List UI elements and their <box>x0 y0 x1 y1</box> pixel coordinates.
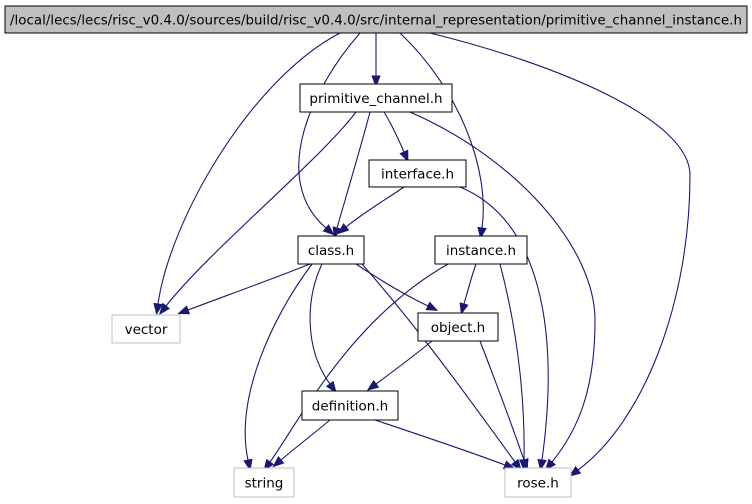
edge-line <box>374 419 506 466</box>
node-interface[interactable]: interface.h <box>368 159 467 188</box>
edge-arrowhead <box>537 458 547 472</box>
node-box <box>111 314 181 344</box>
edge-arrowhead <box>158 302 170 315</box>
node-label: rose.h <box>517 476 559 492</box>
node-box <box>434 235 528 265</box>
edge-line <box>309 263 331 385</box>
edge-line <box>157 32 341 305</box>
node-string: string <box>233 467 295 498</box>
edge-line <box>409 111 596 463</box>
node-box <box>417 312 499 342</box>
edge-primitive-channel-to-rose <box>409 111 596 471</box>
node-vector: vector <box>111 314 181 344</box>
edge-instance-to-rose <box>499 263 529 472</box>
edge-primitive-channel-to-vector <box>158 111 357 315</box>
edge-arrowhead <box>544 458 556 471</box>
node-instance[interactable]: instance.h <box>434 235 528 265</box>
node-definition[interactable]: definition.h <box>301 390 399 421</box>
edge-line <box>361 263 516 463</box>
edge-class-to-definition <box>309 263 337 394</box>
node-label: object.h <box>431 320 485 336</box>
edge-root-to-rose <box>429 32 691 477</box>
edge-class-to-vector <box>177 263 311 315</box>
node-box <box>368 159 467 188</box>
edge-definition-to-string <box>272 419 331 468</box>
node-label: interface.h <box>381 167 454 183</box>
edge-arrowhead <box>425 301 439 311</box>
node-label: vector <box>125 322 168 338</box>
node-class[interactable]: class.h <box>297 235 365 265</box>
edge-root-to-vector <box>153 32 341 316</box>
node-label: class.h <box>308 243 354 259</box>
edge-line <box>355 263 429 307</box>
node-box <box>301 390 399 421</box>
edge-line <box>499 263 525 461</box>
edge-line <box>336 111 371 229</box>
edge-interface-to-class <box>337 186 405 235</box>
edge-root-to-class <box>298 32 361 236</box>
edge-line <box>375 340 433 385</box>
node-box <box>4 5 748 34</box>
edge-arrowhead <box>332 226 342 239</box>
edge-line <box>165 111 357 307</box>
node-object[interactable]: object.h <box>417 312 499 342</box>
node-primitive-channel[interactable]: primitive_channel.h <box>299 83 453 113</box>
edges-layer <box>153 32 691 477</box>
edge-line <box>383 111 405 153</box>
node-box <box>233 467 295 498</box>
edge-arrowhead <box>519 457 529 471</box>
node-root[interactable]: /local/lecs/lecs/risc_v0.4.0/sources/bui… <box>4 5 748 34</box>
edge-primitive-channel-to-class <box>332 111 371 239</box>
node-label: instance.h <box>446 243 516 259</box>
edge-line <box>399 32 484 229</box>
edge-instance-to-string <box>263 263 449 472</box>
edge-arrowhead <box>272 456 285 468</box>
edge-line <box>280 419 331 461</box>
node-label: /local/lecs/lecs/risc_v0.4.0/sources/bui… <box>10 13 742 29</box>
edge-arrowhead <box>153 302 163 316</box>
edge-line <box>298 32 361 229</box>
nodes-layer: /local/lecs/lecs/risc_v0.4.0/sources/bui… <box>4 5 748 498</box>
edge-line <box>463 263 477 305</box>
node-label: string <box>245 476 284 492</box>
edge-arrowhead <box>477 226 487 240</box>
edge-line <box>479 340 525 461</box>
edge-interface-to-rose <box>459 186 549 472</box>
edge-instance-to-object <box>459 263 477 315</box>
edge-arrowhead <box>322 224 335 236</box>
edge-primitive-channel-to-interface <box>383 111 409 163</box>
edge-line <box>429 32 691 471</box>
edge-line <box>459 186 549 461</box>
edge-class-to-object <box>355 263 439 311</box>
edge-line <box>345 186 405 228</box>
node-label: definition.h <box>312 399 388 415</box>
edge-arrowhead <box>337 223 350 235</box>
edge-line <box>269 263 449 463</box>
node-box <box>299 83 453 113</box>
edge-object-to-rose <box>479 340 529 471</box>
edge-object-to-definition <box>366 340 433 391</box>
node-box <box>504 467 572 498</box>
edge-definition-to-rose <box>374 419 516 470</box>
edge-line <box>244 263 313 461</box>
edge-root-to-primitive-channel <box>371 33 381 88</box>
edge-arrowhead <box>371 75 381 88</box>
edge-arrowhead <box>177 305 191 315</box>
edge-arrowhead <box>459 302 469 315</box>
node-rose: rose.h <box>504 467 572 498</box>
edge-class-to-rose <box>361 263 522 472</box>
edge-root-to-instance <box>399 32 487 240</box>
edge-arrowhead <box>325 380 337 394</box>
node-label: primitive_channel.h <box>309 91 442 107</box>
edge-arrowhead <box>366 379 380 391</box>
edge-line <box>187 263 311 311</box>
edge-arrowhead <box>399 149 409 163</box>
edge-arrowhead <box>243 458 253 472</box>
edge-class-to-string <box>243 263 313 472</box>
edge-arrowhead <box>568 465 582 477</box>
node-box <box>297 235 365 265</box>
